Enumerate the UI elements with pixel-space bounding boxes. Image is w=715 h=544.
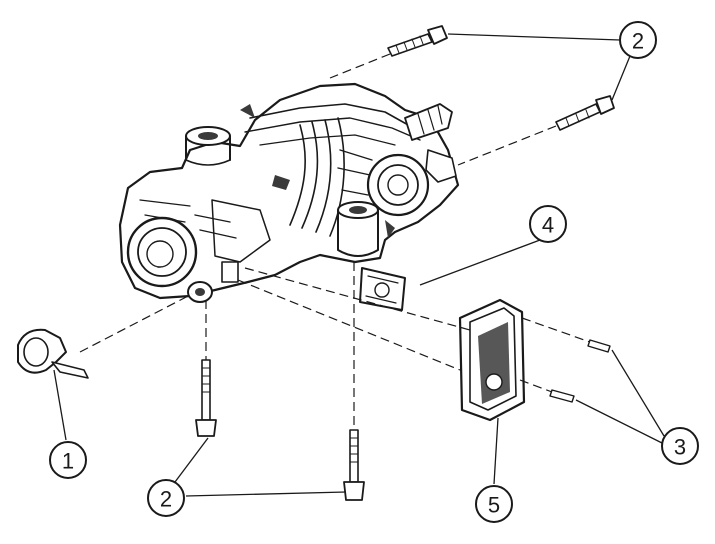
alignment-lines xyxy=(79,53,591,430)
mount-bushing-part xyxy=(17,328,89,379)
bolt-lower-left xyxy=(195,359,217,437)
callout-2-top: 2 xyxy=(619,21,657,59)
callout-1-label: 1 xyxy=(62,449,74,474)
cover-part xyxy=(458,298,526,422)
bolt-upper-left xyxy=(387,25,448,57)
callout-3-label: 3 xyxy=(674,435,686,460)
bolt-upper-right xyxy=(555,95,615,131)
callout-2-bottom: 2 xyxy=(147,479,185,517)
bolt-cover-lower xyxy=(549,389,575,403)
callout-3: 3 xyxy=(661,427,699,465)
callout-4-label: 4 xyxy=(542,213,554,238)
gasket-part xyxy=(359,267,406,311)
bolt-lower-center xyxy=(343,429,365,501)
callout-4: 4 xyxy=(529,205,567,243)
callout-5: 5 xyxy=(475,485,513,523)
leader-lines xyxy=(53,33,665,497)
bolt-cover-upper xyxy=(587,339,611,353)
callout-2-top-label: 2 xyxy=(632,29,644,54)
differential-housing xyxy=(118,82,460,303)
callout-2-bottom-label: 2 xyxy=(160,487,172,512)
callout-1: 1 xyxy=(49,441,87,479)
callout-5-label: 5 xyxy=(488,493,500,518)
